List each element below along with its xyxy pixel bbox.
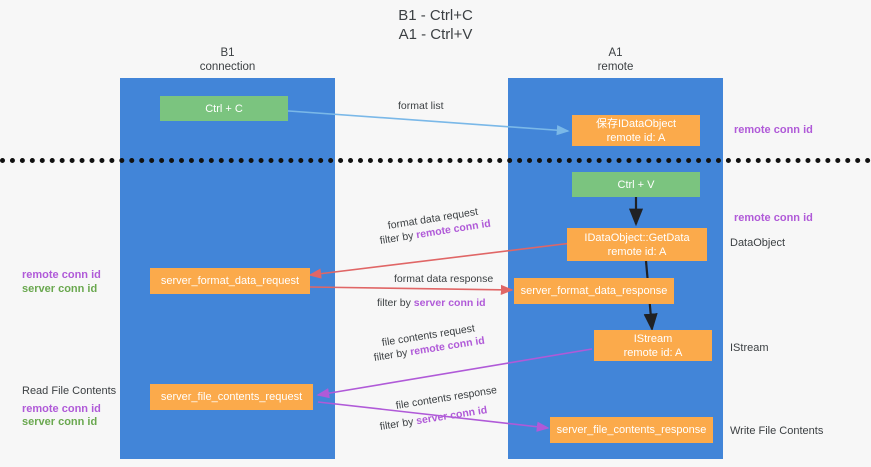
annotation-left-remote-conn-id-mid: remote conn id bbox=[22, 269, 101, 281]
diagram-title: B1 - Ctrl+C A1 - Ctrl+V bbox=[398, 7, 473, 43]
annotation-remote-conn-id-top: remote conn id bbox=[734, 124, 813, 136]
node-server-file-contents-response[interactable]: server_file_contents_response bbox=[550, 417, 713, 443]
annotation-remote-conn-id-mid: remote conn id bbox=[734, 212, 813, 224]
label-filter-prefix: filter by bbox=[372, 346, 412, 364]
annotation-read-file-contents: Read File Contents bbox=[22, 385, 117, 397]
node-ctrl-c[interactable]: Ctrl + C bbox=[160, 96, 288, 121]
annotation-dataobject: DataObject bbox=[730, 237, 786, 249]
annotation-left-server-conn-id-mid: server conn id bbox=[22, 283, 98, 295]
label-filter-prefix: filter by bbox=[377, 297, 414, 309]
node-server-file-contents-request[interactable]: server_file_contents_request bbox=[150, 384, 313, 410]
node-server-format-data-response[interactable]: server_format_data_response bbox=[514, 278, 674, 304]
annotation-left-remote-conn-id-bottom: remote conn id bbox=[22, 403, 101, 415]
label-filter-prefix: filter by bbox=[378, 415, 418, 433]
node-idataobject-getdata[interactable]: IDataObject::GetData remote id: A bbox=[567, 228, 707, 261]
annotation-istream: IStream bbox=[730, 342, 769, 354]
lane-header-b1: B1 connection bbox=[199, 47, 256, 73]
node-istream[interactable]: IStream remote id: A bbox=[594, 330, 712, 361]
node-server-format-data-request[interactable]: server_format_data_request bbox=[150, 268, 310, 294]
node-save-idataobject[interactable]: 保存IDataObject remote id: A bbox=[572, 115, 700, 146]
label-format-data-response: format data response bbox=[394, 273, 494, 285]
label-server-conn-id: server conn id bbox=[413, 297, 486, 309]
arrow-format-data-response bbox=[309, 284, 514, 295]
phase-divider bbox=[0, 158, 871, 163]
label-filter-prefix: filter by bbox=[378, 229, 418, 247]
annotation-left-server-conn-id-bottom: server conn id bbox=[22, 416, 98, 428]
node-ctrl-v[interactable]: Ctrl + V bbox=[572, 172, 700, 197]
lane-header-a1: A1 remote bbox=[597, 47, 634, 73]
label-format-list: format list bbox=[398, 100, 444, 112]
label-format-data-response-filter: filter by server conn id bbox=[377, 296, 486, 311]
annotation-write-file-contents: Write File Contents bbox=[730, 425, 824, 437]
